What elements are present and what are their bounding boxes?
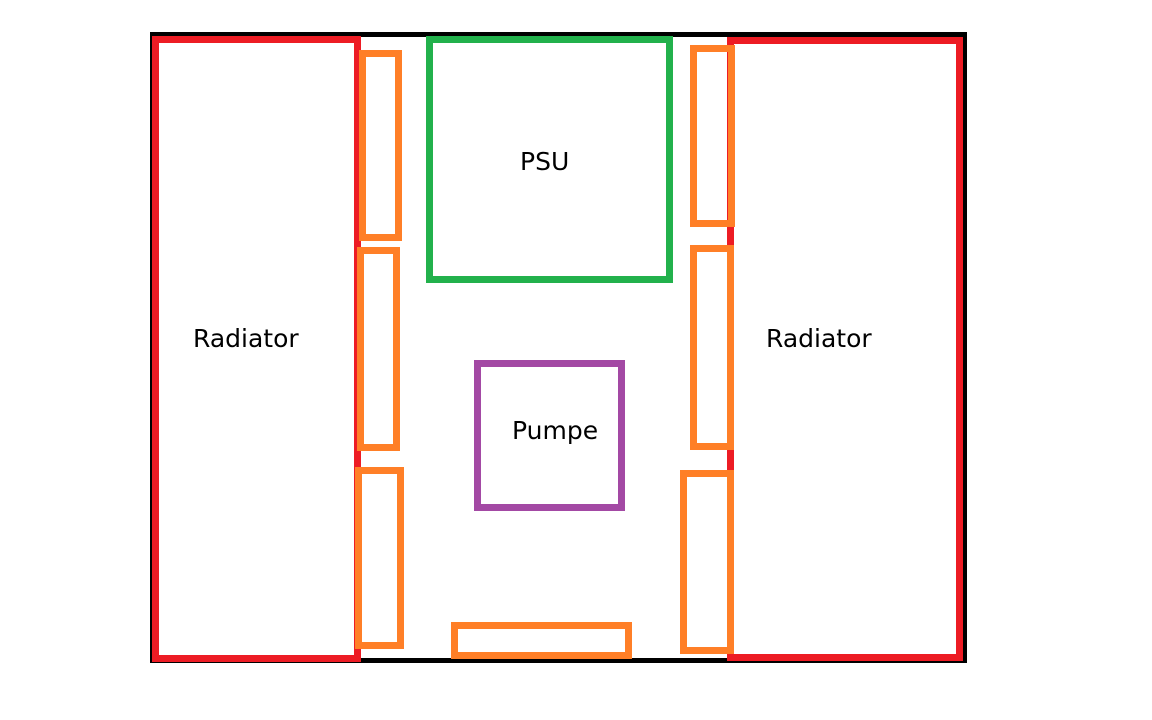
psu-box	[426, 36, 673, 283]
fan-right-middle	[690, 245, 734, 450]
fan-left-top	[359, 50, 402, 241]
fan-left-middle	[357, 247, 400, 451]
fan-right-bottom	[680, 470, 734, 654]
fan-bottom	[451, 622, 632, 659]
pump-label: Pumpe	[512, 416, 599, 445]
radiator-right-label: Radiator	[766, 324, 872, 353]
pump-box	[474, 360, 625, 511]
psu-label: PSU	[520, 147, 570, 176]
fan-right-top	[690, 45, 735, 227]
fan-left-bottom	[355, 467, 404, 649]
radiator-left-label: Radiator	[193, 324, 299, 353]
radiator-left	[152, 36, 361, 662]
